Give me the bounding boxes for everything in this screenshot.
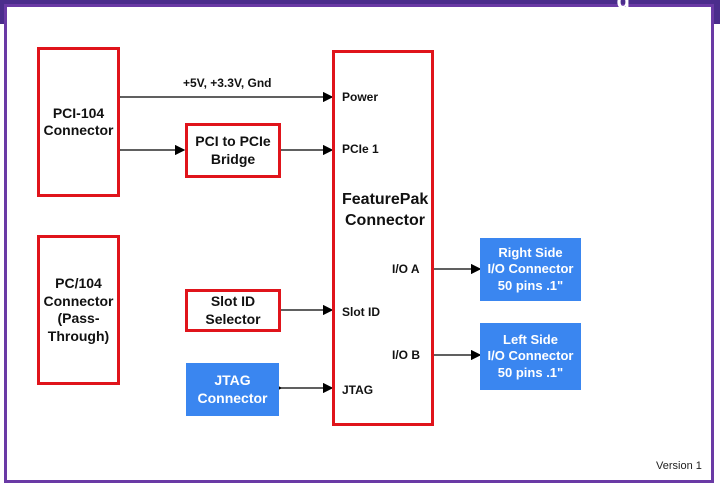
featurepak-title: FeaturePak Connector [342, 191, 429, 229]
port-pcie1: PCIe 1 [342, 142, 379, 156]
port-jtag: JTAG [342, 383, 374, 397]
port-io-b: I/O B [392, 348, 421, 362]
header-title: g [616, 0, 630, 13]
version-label: Version 1 [656, 460, 702, 472]
port-io-a: I/O A [392, 262, 420, 276]
featurepak-connector-box [332, 50, 434, 426]
right-side-io-connector-box: Right Side I/O Connector 50 pins .1" [480, 238, 581, 301]
pc104-connector-box: PC/104 Connector (Pass- Through) [37, 235, 120, 385]
port-slot-id: Slot ID [342, 305, 380, 319]
left-side-io-connector-box: Left Side I/O Connector 50 pins .1" [480, 323, 581, 390]
port-power: Power [342, 90, 379, 104]
pci-to-pcie-bridge-box: PCI to PCIe Bridge [185, 123, 281, 178]
pci104-connector-box: PCI-104 Connector [37, 47, 120, 197]
jtag-connector-box: JTAG Connector [186, 363, 279, 416]
slot-id-selector-box: Slot ID Selector [185, 289, 281, 332]
power-bus-label: +5V, +3.3V, Gnd [183, 76, 272, 90]
